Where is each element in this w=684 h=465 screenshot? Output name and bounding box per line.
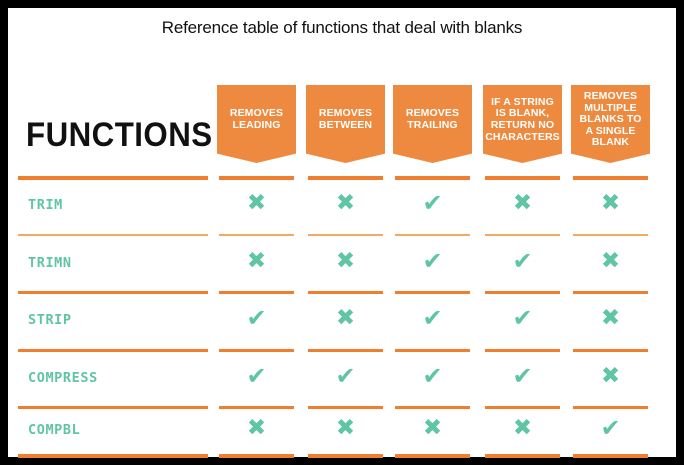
- rule-col4-4: [485, 406, 560, 409]
- cell-strip-col4-check-icon: ✔: [512, 304, 533, 332]
- row-label-compbl: COMPBL: [28, 422, 81, 438]
- rule-col1-1: [219, 234, 294, 236]
- rule-col3-2: [395, 291, 470, 294]
- rule-col5-1: [573, 234, 648, 236]
- rule-col4-0: [485, 176, 560, 180]
- rule-col5-0: [573, 176, 648, 180]
- column-header-2: REMOVES BETWEEN: [306, 85, 385, 163]
- cell-compbl-col5-check-icon: ✔: [600, 414, 621, 442]
- infographic-canvas: Reference table of functions that deal w…: [8, 8, 676, 458]
- row-label-trim: TRIM: [28, 197, 63, 213]
- rule-col4-1: [485, 234, 560, 236]
- rule-col3-5: [395, 454, 470, 458]
- cell-trim-col4-cross-icon: ✖: [512, 190, 533, 216]
- cell-trim-col5-cross-icon: ✖: [600, 190, 621, 216]
- cell-trim-col3-check-icon: ✔: [422, 189, 443, 217]
- cell-trimn-col5-cross-icon: ✖: [600, 247, 621, 274]
- cell-compress-col4-check-icon: ✔: [512, 361, 533, 390]
- cell-compress-col3-check-icon: ✔: [422, 361, 443, 390]
- cell-strip-col5-cross-icon: ✖: [600, 305, 621, 331]
- rule-col2-2: [308, 291, 383, 294]
- column-header-4: IF A STRING IS BLANK, RETURN NO CHARACTE…: [483, 85, 562, 163]
- rule-col2-5: [308, 454, 383, 458]
- rule-col3-4: [395, 406, 470, 409]
- rule-label-col-5: [18, 454, 208, 458]
- column-header-label: REMOVES TRAILING: [405, 107, 460, 131]
- rule-col3-1: [395, 234, 470, 236]
- cell-compress-col2-check-icon: ✔: [335, 361, 356, 390]
- rule-col4-2: [485, 291, 560, 294]
- column-header-label: REMOVES BETWEEN: [318, 107, 373, 131]
- rule-label-col-0: [18, 176, 208, 180]
- row-label-compress: COMPRESS: [28, 369, 98, 386]
- cell-strip-col1-check-icon: ✔: [246, 304, 267, 332]
- rule-col2-3: [308, 349, 383, 352]
- row-label-strip: STRIP: [28, 312, 72, 328]
- column-header-label: REMOVES LEADING: [229, 107, 284, 131]
- cell-trim-col1-cross-icon: ✖: [246, 190, 267, 216]
- rule-col5-5: [573, 454, 648, 458]
- rule-col4-5: [485, 454, 560, 458]
- rule-col2-1: [308, 234, 383, 236]
- rule-label-col-3: [18, 349, 208, 352]
- rule-col1-3: [219, 349, 294, 352]
- column-header-label: IF A STRING IS BLANK, RETURN NO CHARACTE…: [485, 95, 560, 143]
- rule-col1-0: [219, 176, 294, 180]
- cell-trimn-col3-check-icon: ✔: [422, 246, 443, 275]
- column-header-5: REMOVES MULTIPLE BLANKS TO A SINGLE BLAN…: [571, 85, 650, 163]
- rule-label-col-4: [18, 406, 208, 409]
- rule-label-col-1: [18, 234, 208, 236]
- rule-col5-3: [573, 349, 648, 352]
- cell-trimn-col4-check-icon: ✔: [512, 246, 533, 275]
- rule-col4-3: [485, 349, 560, 352]
- rule-label-col-2: [18, 291, 208, 294]
- cell-compbl-col4-cross-icon: ✖: [512, 415, 533, 441]
- rule-col5-4: [573, 406, 648, 409]
- cell-trimn-col2-cross-icon: ✖: [335, 247, 356, 274]
- cell-strip-col2-cross-icon: ✖: [335, 305, 356, 331]
- page-title: Reference table of functions that deal w…: [161, 18, 523, 37]
- cell-trimn-col1-cross-icon: ✖: [246, 247, 267, 274]
- cell-compress-col5-cross-icon: ✖: [600, 362, 621, 389]
- cell-compbl-col1-cross-icon: ✖: [246, 415, 267, 441]
- cell-compress-col1-check-icon: ✔: [246, 361, 267, 390]
- rule-col1-2: [219, 291, 294, 294]
- row-label-trimn: TRIMN: [28, 254, 72, 271]
- column-header-label: REMOVES MULTIPLE BLANKS TO A SINGLE BLAN…: [579, 90, 642, 149]
- rule-col2-4: [308, 406, 383, 409]
- rule-col3-3: [395, 349, 470, 352]
- rule-col1-5: [219, 454, 294, 458]
- functions-heading: FUNCTIONS: [26, 116, 213, 154]
- cell-strip-col3-check-icon: ✔: [422, 304, 443, 332]
- rule-col1-4: [219, 406, 294, 409]
- rule-col5-2: [573, 291, 648, 294]
- cell-compbl-col3-cross-icon: ✖: [422, 415, 443, 441]
- rule-col2-0: [308, 176, 383, 180]
- column-header-1: REMOVES LEADING: [217, 85, 296, 163]
- cell-trim-col2-cross-icon: ✖: [335, 190, 356, 216]
- rule-col3-0: [395, 176, 470, 180]
- column-header-3: REMOVES TRAILING: [393, 85, 472, 163]
- cell-compbl-col2-cross-icon: ✖: [335, 415, 356, 441]
